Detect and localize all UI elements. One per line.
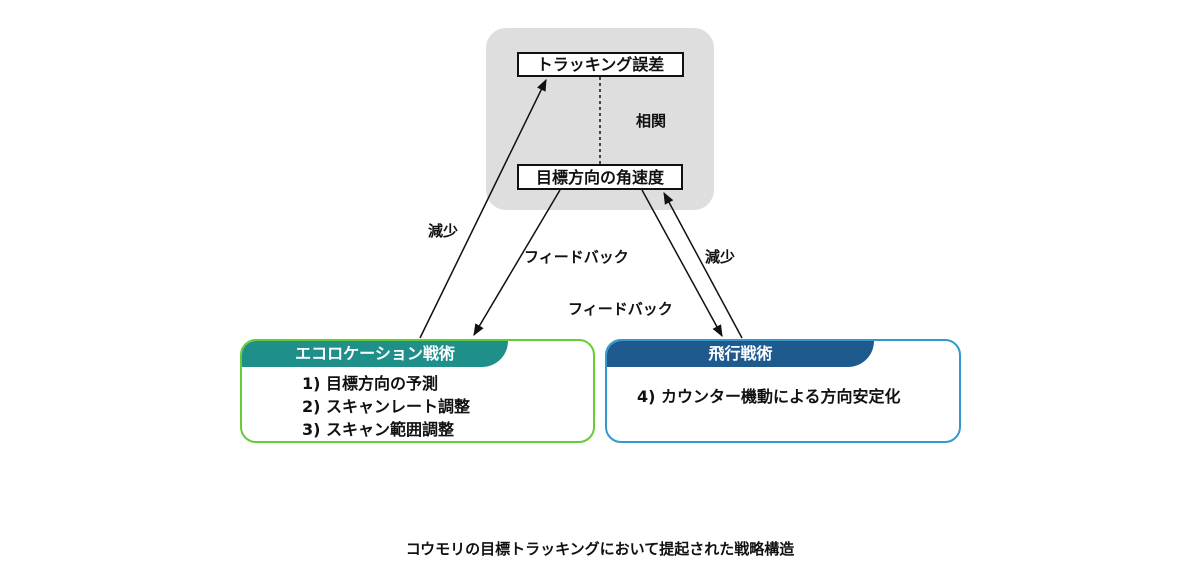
decrease-arrow-left bbox=[419, 78, 547, 339]
echolocation-strategy-card: エコロケーション戦術 1) 目標方向の予測 2) スキャンレート調整 3) スキ… bbox=[240, 339, 595, 443]
feedback-label-left: フィードバック bbox=[524, 248, 629, 266]
tracking-error-node: トラッキング誤差 bbox=[517, 52, 684, 77]
list-item: 2) スキャンレート調整 bbox=[302, 397, 471, 416]
echolocation-strategy-title: エコロケーション戦術 bbox=[242, 341, 508, 367]
feedback-label-right: フィードバック bbox=[568, 300, 673, 318]
list-item: 1) 目標方向の予測 bbox=[302, 374, 439, 393]
flight-strategy-list: 4) カウンター機動による方向安定化 bbox=[637, 385, 901, 408]
target-angular-velocity-node: 目標方向の角速度 bbox=[517, 164, 683, 190]
decrease-label-right: 減少 bbox=[705, 248, 736, 266]
feedback-arrow-right bbox=[641, 189, 723, 338]
decrease-arrow-right bbox=[663, 191, 743, 339]
flight-strategy-card: 飛行戦術 4) カウンター機動による方向安定化 bbox=[605, 339, 961, 443]
flight-strategy-title: 飛行戦術 bbox=[607, 341, 874, 367]
figure-caption: コウモリの目標トラッキングにおいて提起された戦略構造 bbox=[405, 540, 795, 558]
decrease-label-left: 減少 bbox=[428, 222, 459, 240]
echolocation-strategy-list: 1) 目標方向の予測 2) スキャンレート調整 3) スキャン範囲調整 bbox=[302, 372, 470, 441]
correlation-label: 相関 bbox=[636, 112, 667, 130]
list-item: 4) カウンター機動による方向安定化 bbox=[637, 387, 901, 406]
list-item: 3) スキャン範囲調整 bbox=[302, 420, 455, 439]
feedback-arrow-left bbox=[473, 189, 561, 337]
